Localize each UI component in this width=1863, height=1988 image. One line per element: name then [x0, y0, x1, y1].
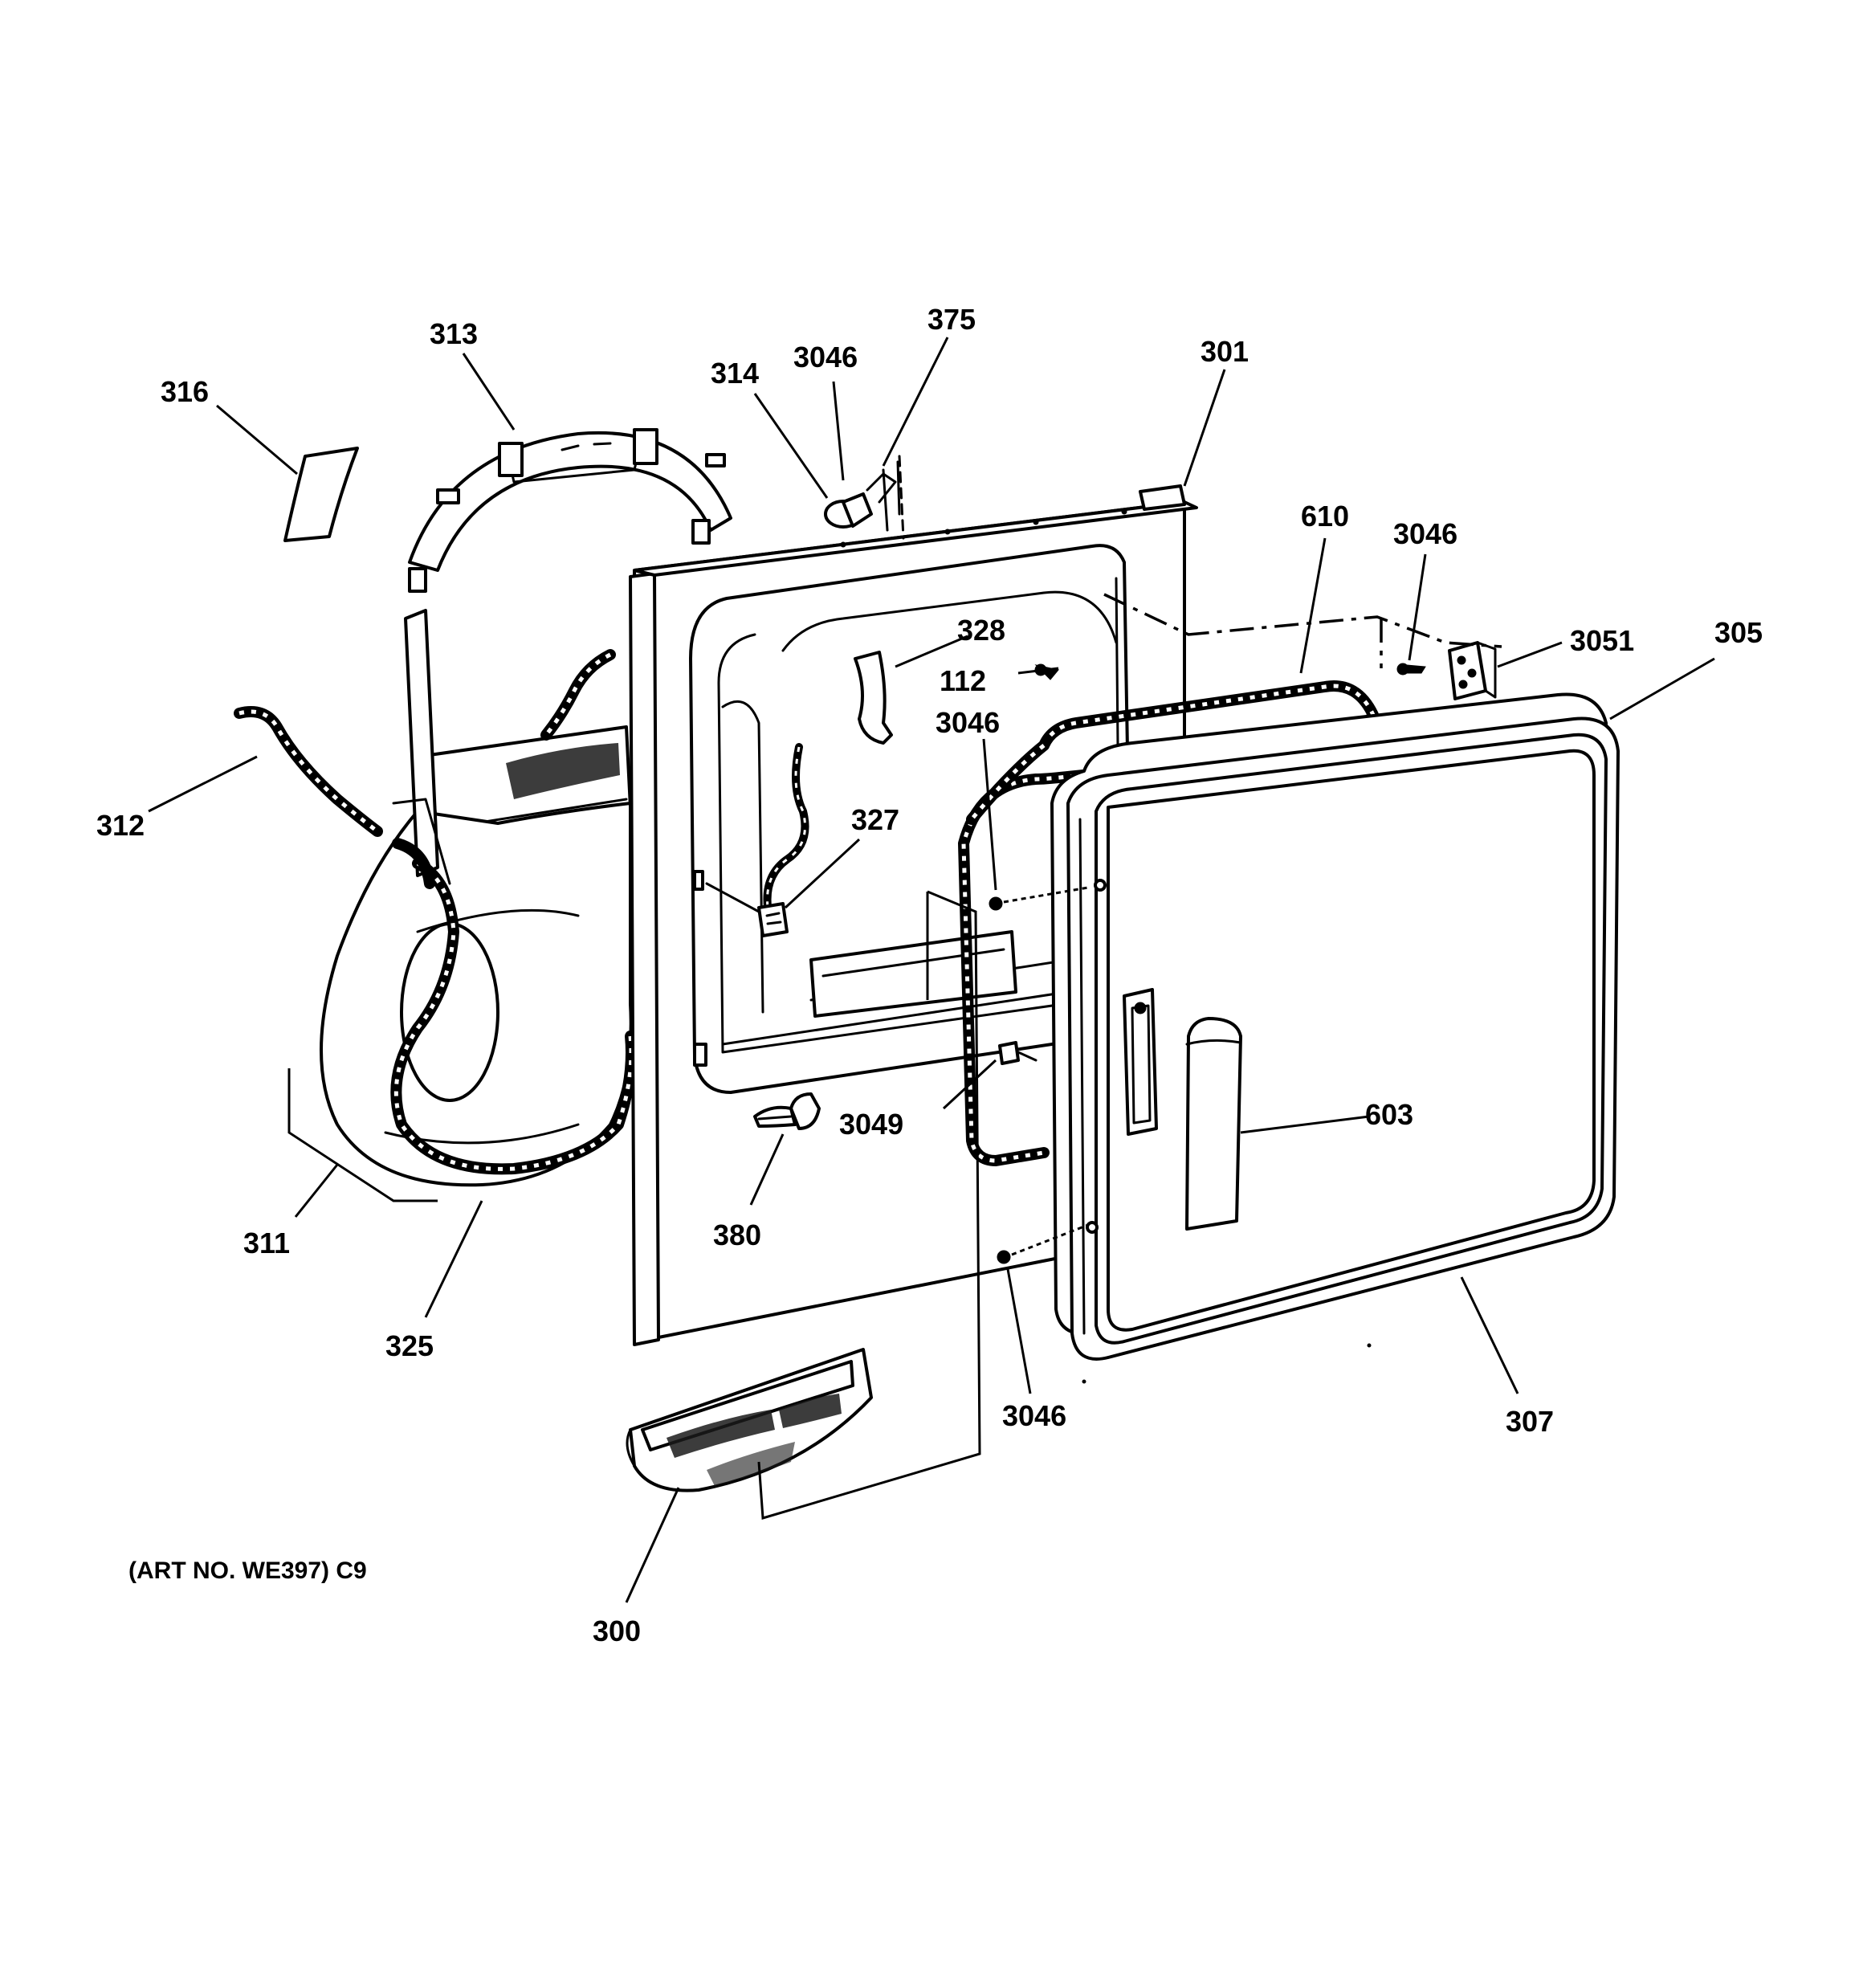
- callout-314: 314: [711, 357, 759, 390]
- callout-312: 312: [96, 809, 145, 842]
- callout-3046-bottom: 3046: [1002, 1399, 1066, 1432]
- callout-603: 603: [1365, 1098, 1413, 1131]
- part-328-bracket: [854, 651, 893, 745]
- callout-3046-top: 3046: [793, 341, 858, 374]
- part-3046-screw-mid: [989, 879, 1107, 911]
- callout-301: 301: [1201, 335, 1249, 368]
- part-300-lint-filter: [626, 1348, 873, 1492]
- callout-labels: 316 313 314 3046 375 301 610 3046 3051 3…: [96, 303, 1763, 1647]
- callout-375: 375: [927, 303, 976, 336]
- callout-3049: 3049: [839, 1108, 903, 1141]
- callout-311: 311: [243, 1227, 290, 1259]
- part-325-felt-seal: [390, 838, 637, 1175]
- callout-380: 380: [713, 1219, 761, 1251]
- callout-610: 610: [1301, 500, 1349, 533]
- part-3046-screw-bottom: [997, 1221, 1099, 1264]
- part-3049-strike: [998, 1041, 1037, 1065]
- callout-325: 325: [385, 1329, 434, 1362]
- part-311-drum-housing: [320, 609, 633, 1187]
- callout-327: 327: [851, 803, 899, 836]
- callout-313: 313: [430, 317, 478, 350]
- art-number-note: (ART NO. WE397) C9: [128, 1557, 367, 1584]
- callout-300: 300: [593, 1614, 641, 1647]
- part-3046-screw-right: [1396, 663, 1426, 676]
- callout-112: 112: [940, 664, 986, 697]
- callout-3046-mid: 3046: [936, 706, 1000, 739]
- part-312-hose-seal: [234, 649, 616, 837]
- callout-316: 316: [161, 375, 209, 408]
- callout-3046-right: 3046: [1393, 517, 1457, 550]
- callout-leaders: [148, 337, 1715, 1603]
- part-380-knob: [753, 1092, 821, 1130]
- part-3051-hinge-block: [1448, 641, 1497, 700]
- part-313-arch-bracket: [408, 428, 732, 593]
- part-603-door-handle: [1185, 1017, 1242, 1231]
- door-latch-plate: [1123, 988, 1158, 1136]
- callout-328: 328: [957, 614, 1005, 647]
- assembly-lines: [287, 593, 1502, 1520]
- part-327-harness: [705, 743, 809, 937]
- part-316-strip: [283, 447, 359, 542]
- part-314-switch: [824, 455, 905, 540]
- callout-3051: 3051: [1570, 624, 1634, 657]
- callout-307: 307: [1506, 1405, 1554, 1438]
- part-301-front-panel: [629, 484, 1198, 1346]
- callout-305: 305: [1714, 616, 1763, 649]
